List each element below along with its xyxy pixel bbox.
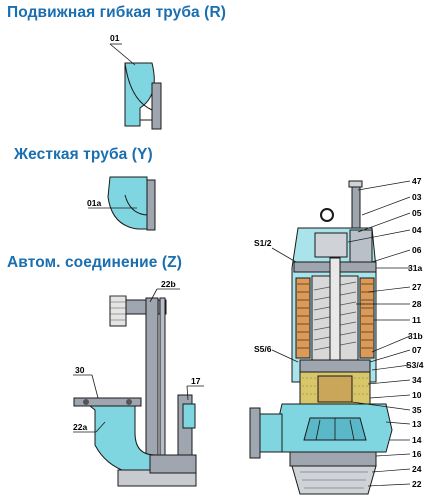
pump-cross-section (249, 180, 393, 495)
label-04: 04 (412, 225, 422, 235)
label-07: 07 (412, 345, 422, 355)
label-s3-4: S3/4 (406, 360, 424, 370)
label-05: 05 (412, 208, 422, 218)
auto-coupling-assembly (73, 288, 204, 487)
label-27: 27 (412, 282, 422, 292)
pump-leader-lines (347, 180, 411, 487)
label-28: 28 (412, 299, 422, 309)
label-11: 11 (412, 315, 421, 325)
label-16: 16 (412, 449, 422, 459)
heading-rigid-pipe: Жесткая труба (Y) (14, 146, 153, 163)
label-31a: 31a (408, 263, 422, 273)
label-24: 24 (412, 464, 422, 474)
heading-flexible-pipe: Подвижная гибкая труба (R) (7, 4, 227, 21)
label-35: 35 (412, 405, 422, 415)
label-22: 22 (412, 479, 422, 489)
label-06: 06 (412, 245, 422, 255)
label-22b: 22b (161, 279, 176, 289)
label-47: 47 (412, 176, 422, 186)
label-01: 01 (110, 33, 120, 43)
label-01a: 01a (87, 198, 101, 208)
label-14: 14 (412, 435, 422, 445)
label-34: 34 (412, 375, 422, 385)
label-s1-2: S1/2 (254, 238, 272, 248)
heading-auto-coupling: Автом. соединение (Z) (7, 254, 183, 271)
label-31b: 31b (408, 331, 423, 341)
label-s5-6: S5/6 (254, 344, 272, 354)
label-13: 13 (412, 419, 422, 429)
label-22a: 22a (73, 422, 87, 432)
label-30: 30 (75, 365, 85, 375)
label-03: 03 (412, 192, 422, 202)
label-10: 10 (412, 390, 422, 400)
flexible-pipe-bend (109, 43, 162, 130)
label-17: 17 (191, 376, 201, 386)
rigid-pipe-bend (88, 176, 156, 231)
